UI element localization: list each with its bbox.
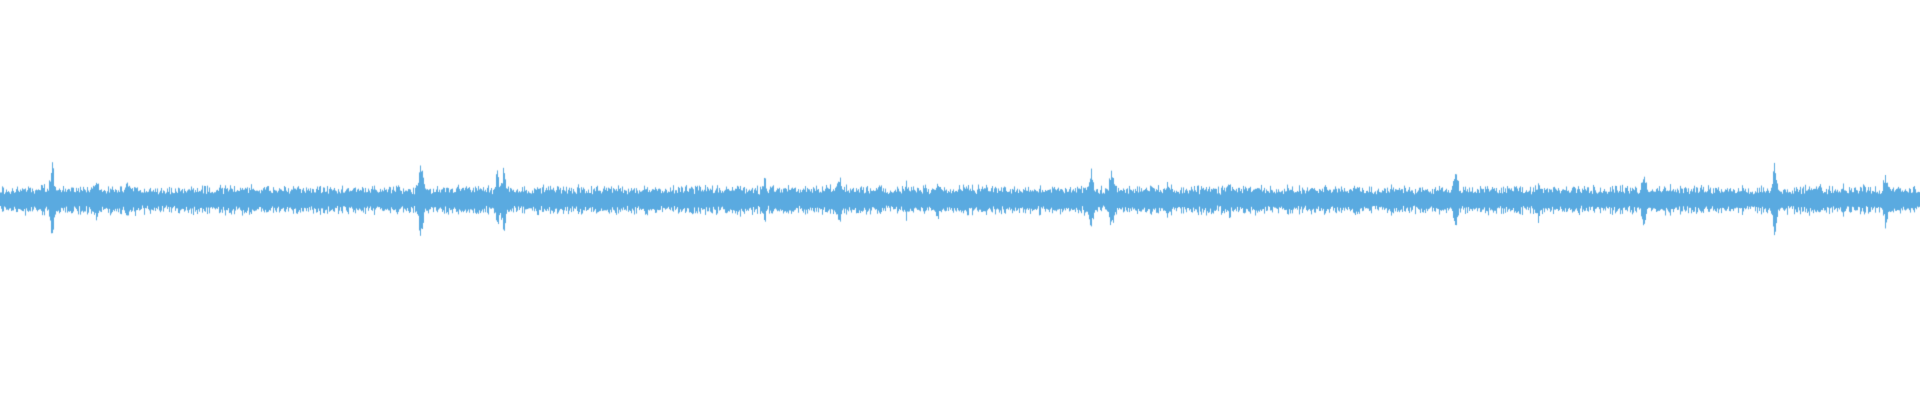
- waveform-viewer[interactable]: [0, 0, 1920, 400]
- audio-waveform[interactable]: [0, 0, 1920, 400]
